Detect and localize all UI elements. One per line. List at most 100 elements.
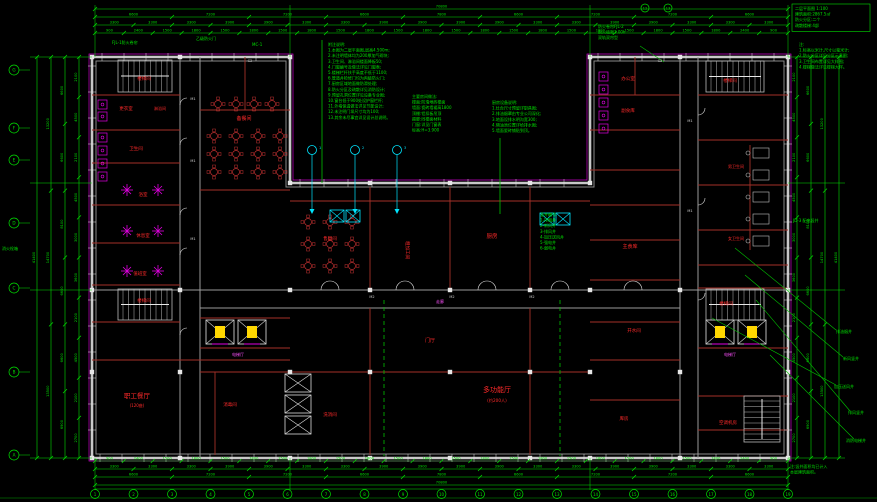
dim-text: 6600 xyxy=(360,472,370,476)
stair-outline xyxy=(705,60,765,93)
axis-label: G xyxy=(12,68,15,73)
note-line: 4.楼梯做法详见楼梯大样。 xyxy=(799,63,847,69)
table-top xyxy=(254,168,262,176)
star-line xyxy=(153,185,163,195)
chair xyxy=(306,236,310,240)
chair xyxy=(256,164,260,168)
dim-text: 1500 xyxy=(625,28,635,32)
note-line: FJL-1防火卷帘 xyxy=(112,39,138,45)
note-line: 乙级防火门 xyxy=(196,35,216,41)
note-line: 墙面:瓷砖墙裙高1800 xyxy=(412,104,452,110)
stall-box xyxy=(752,169,770,181)
dim-text: 3300 xyxy=(764,20,774,24)
note-line: 5.墙面瓷砖铺贴到顶。 xyxy=(492,127,532,133)
dim-tick xyxy=(728,30,733,36)
dim-tick xyxy=(352,30,358,36)
dim-tick xyxy=(169,474,175,480)
chair xyxy=(350,258,354,262)
chair xyxy=(300,264,304,268)
chair xyxy=(256,146,260,150)
leader-label: 加压送风井 xyxy=(834,383,854,389)
stair xyxy=(743,395,781,443)
dim-tick xyxy=(794,94,800,100)
dim-tick xyxy=(410,458,415,464)
dim-text: 6900 xyxy=(60,419,64,429)
dim-tick xyxy=(131,22,136,28)
chair xyxy=(306,214,310,218)
column-square xyxy=(367,369,373,375)
table-top xyxy=(268,100,276,108)
note-line: 厨房设备说明: xyxy=(492,99,517,105)
dim-text: 3300 xyxy=(764,464,774,468)
axis-label: D xyxy=(12,221,15,226)
toilet-stall xyxy=(745,191,770,203)
dim-text: 1800 xyxy=(480,28,490,32)
chair xyxy=(234,164,238,168)
chair xyxy=(300,242,304,246)
table-symbol xyxy=(206,128,222,144)
table-symbol xyxy=(228,164,244,180)
axis-bubble xyxy=(8,154,20,166)
table-top xyxy=(348,262,356,270)
marker-arrow xyxy=(352,209,358,214)
dim-tick xyxy=(670,30,675,36)
dim-text: 1500 xyxy=(220,28,230,32)
table-top xyxy=(254,132,262,140)
note-line: 顶棚:铝扣板吊顶 xyxy=(412,110,441,116)
room-label: (120座) xyxy=(130,402,145,408)
chair xyxy=(256,140,260,144)
dim-tick xyxy=(76,335,82,340)
door-swing-layer xyxy=(179,97,706,336)
note-line: 消火栓箱 xyxy=(2,245,18,251)
axis-bubble xyxy=(783,489,793,499)
elevator-car xyxy=(705,319,735,345)
car-cab xyxy=(747,326,757,338)
level-marker: 3 xyxy=(392,145,406,214)
star-fixture xyxy=(121,225,133,237)
dim-text: 1500 xyxy=(220,456,230,460)
dim-tick xyxy=(208,458,213,464)
toilet-stall xyxy=(745,169,770,181)
shaft-box xyxy=(284,394,312,414)
room-label: 电梯厅 xyxy=(232,351,244,357)
chair xyxy=(306,248,310,252)
dim-text: 2100 xyxy=(792,312,796,322)
dim-text: 7800 xyxy=(437,12,447,16)
dim-tick xyxy=(237,30,242,36)
chair xyxy=(256,176,260,180)
dim-text: 1500 xyxy=(567,28,577,32)
table-symbol xyxy=(250,164,266,180)
dim-tick xyxy=(708,22,714,28)
dim-tick xyxy=(822,188,828,193)
chair xyxy=(210,102,214,106)
dim-text: 4500 xyxy=(74,112,78,122)
table-top xyxy=(326,262,334,270)
dim-text: 1500 xyxy=(163,456,173,460)
column-square xyxy=(287,180,293,186)
dim-tick xyxy=(169,466,175,472)
dim-text: 70800 xyxy=(436,4,448,8)
stair xyxy=(705,288,765,321)
room-label: 电梯厅 xyxy=(724,351,736,357)
note-block: 厨房设备说明:1.灶台尺寸预留详厨具图;2.排油烟罩由专业公司深化;3.地面设排… xyxy=(492,99,541,133)
dim-tick xyxy=(516,466,521,472)
dim-text: 2100 xyxy=(74,393,78,403)
wc-bowl xyxy=(745,194,751,200)
column-square xyxy=(785,369,791,375)
note-line: 3.卫生间、淋浴间楼面降板50; xyxy=(328,58,382,64)
dim-tick xyxy=(362,466,367,472)
leader-line xyxy=(711,317,837,386)
dim-text: 6600 xyxy=(745,472,755,476)
axis-label: F xyxy=(13,126,16,131)
dim-text: 3600 xyxy=(792,272,796,282)
axis-label: 14 xyxy=(593,492,599,497)
note-line: 3-排风井 xyxy=(540,228,556,234)
chair xyxy=(216,96,220,100)
sanitary-fixture xyxy=(598,71,609,82)
chair xyxy=(234,158,238,162)
level-marker: 1 xyxy=(307,145,321,214)
note-line: 门窗:详见门窗表 xyxy=(412,121,441,127)
box-x xyxy=(329,209,345,223)
dim-tick xyxy=(76,175,82,180)
dim-text: 1800 xyxy=(365,456,375,460)
